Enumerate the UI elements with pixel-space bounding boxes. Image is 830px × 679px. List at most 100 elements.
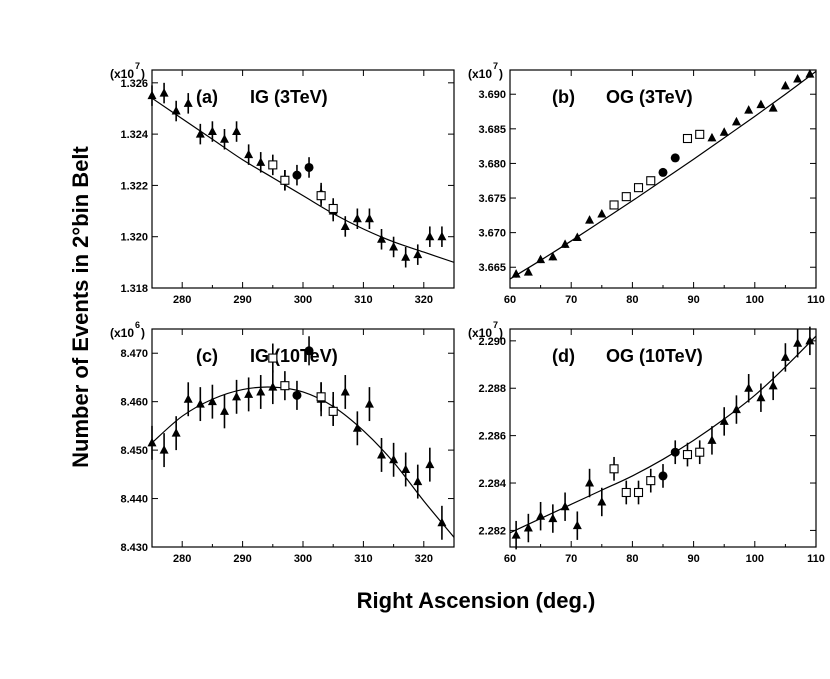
- triangle-point: [805, 335, 815, 345]
- x-tick-label: 60: [504, 294, 516, 306]
- triangle-point: [256, 157, 266, 166]
- x-tick-label: 80: [626, 553, 638, 565]
- triangle-point: [597, 496, 607, 506]
- y-tick-label: 1.322: [120, 180, 148, 192]
- triangle-point: [232, 126, 242, 136]
- square-point: [646, 476, 656, 486]
- x-tick-label: 80: [626, 294, 638, 306]
- triangle-point: [793, 73, 803, 83]
- square-point: [682, 133, 693, 144]
- circle-point: [304, 162, 314, 172]
- triangle-point: [805, 69, 815, 78]
- x-axis-title: Right Ascension (deg.): [357, 588, 596, 613]
- square-point: [609, 200, 619, 210]
- triangle-point: [572, 520, 582, 530]
- y-scale-paren: ): [141, 326, 145, 340]
- triangle-point: [183, 394, 193, 403]
- y-scale-exponent: 7: [493, 320, 498, 330]
- y-scale-paren: ): [141, 67, 145, 81]
- triangle-point: [731, 116, 741, 126]
- triangle-point: [340, 386, 350, 396]
- square-point: [646, 176, 656, 186]
- triangle-point: [437, 517, 447, 527]
- y-tick-label: 3.680: [478, 158, 506, 170]
- triangle-point: [425, 231, 435, 241]
- triangle-point: [572, 232, 582, 241]
- triangle-point: [389, 454, 399, 464]
- square-point: [280, 381, 290, 391]
- triangle-point: [719, 127, 729, 136]
- square-point: [682, 450, 693, 460]
- square-point: [621, 192, 631, 202]
- y-tick-label: 3.675: [478, 193, 506, 205]
- triangle-point: [159, 445, 169, 454]
- x-tick-label: 320: [415, 553, 433, 565]
- y-axis-title: Number of Events in 2°bin Belt: [68, 145, 93, 467]
- x-tick-label: 100: [746, 553, 764, 565]
- square-point: [316, 191, 326, 201]
- triangle-point: [219, 134, 229, 143]
- x-tick-label: 300: [294, 294, 312, 306]
- triangle-point: [768, 380, 778, 390]
- triangle-point: [340, 221, 350, 230]
- triangle-point: [401, 464, 411, 473]
- triangle-point: [171, 106, 181, 115]
- triangle-point: [256, 386, 266, 396]
- triangle-point: [232, 391, 242, 401]
- x-tick-label: 90: [687, 553, 699, 565]
- x-tick-label: 310: [354, 294, 372, 306]
- triangle-point: [707, 435, 717, 444]
- triangle-point: [585, 478, 595, 487]
- panel-letter: (c): [196, 346, 218, 366]
- circle-point: [292, 390, 302, 400]
- triangle-point: [195, 399, 205, 408]
- triangle-point: [147, 90, 157, 100]
- triangle-point: [707, 132, 717, 142]
- triangle-point: [597, 208, 607, 218]
- triangle-point: [585, 215, 595, 224]
- triangle-point: [413, 476, 423, 486]
- triangle-point: [744, 383, 754, 392]
- square-point: [328, 406, 338, 416]
- square-point: [268, 160, 278, 170]
- x-tick-label: 280: [173, 294, 191, 306]
- circle-point: [670, 447, 680, 457]
- y-scale-factor: (x10: [110, 67, 134, 81]
- y-scale-exponent: 6: [135, 320, 140, 330]
- triangle-point: [560, 501, 570, 511]
- triangle-point: [793, 338, 803, 347]
- x-tick-label: 110: [807, 553, 825, 565]
- x-tick-label: 60: [504, 553, 516, 565]
- panel-title: OG (3TeV): [606, 87, 693, 107]
- square-point: [316, 392, 326, 402]
- x-tick-label: 280: [173, 553, 191, 565]
- y-tick-label: 2.282: [478, 525, 506, 537]
- triangle-point: [756, 392, 766, 402]
- triangle-point: [744, 105, 754, 114]
- triangle-point: [352, 423, 362, 432]
- y-tick-label: 8.430: [120, 542, 148, 554]
- triangle-point: [147, 437, 157, 447]
- triangle-point: [560, 239, 570, 248]
- triangle-point: [377, 234, 387, 243]
- circle-point: [304, 346, 314, 356]
- y-scale-factor: (x10: [468, 67, 492, 81]
- triangle-point: [780, 80, 790, 90]
- triangle-point: [523, 267, 533, 276]
- triangle-point: [437, 231, 447, 241]
- triangle-point: [413, 249, 423, 259]
- y-scale-factor: (x10: [468, 326, 492, 340]
- y-tick-label: 8.440: [120, 494, 148, 506]
- x-tick-label: 90: [687, 294, 699, 306]
- triangle-point: [756, 99, 766, 109]
- y-tick-label: 2.288: [478, 383, 506, 395]
- triangle-point: [171, 428, 181, 437]
- panel-title: IG (10TeV): [250, 346, 338, 366]
- x-tick-label: 290: [233, 553, 251, 565]
- y-tick-label: 1.320: [120, 232, 148, 244]
- y-scale-paren: ): [499, 326, 503, 340]
- triangle-point: [377, 449, 387, 459]
- y-tick-label: 8.460: [120, 397, 148, 409]
